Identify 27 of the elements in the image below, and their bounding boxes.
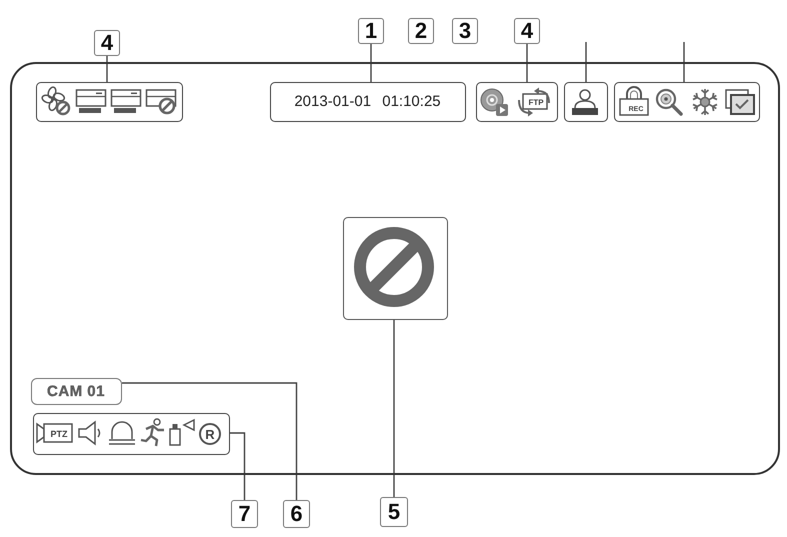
callout-number: 2 xyxy=(408,18,434,44)
callout-number: 6 xyxy=(283,500,310,528)
status-icon-panel xyxy=(614,82,760,122)
status-icon-panel xyxy=(476,82,558,122)
callout-number: 5 xyxy=(380,497,408,527)
status-icon-panel xyxy=(36,82,182,122)
leader-line xyxy=(122,382,298,500)
callout-number: 4 xyxy=(514,18,540,44)
monitor-screen xyxy=(10,62,780,475)
icon-text: FTP xyxy=(527,96,545,108)
video-placeholder xyxy=(342,216,448,320)
leader-line xyxy=(230,432,246,500)
callout-number: 4 xyxy=(94,30,120,56)
icon-text: PTZ xyxy=(50,428,68,440)
leader-line xyxy=(585,42,587,82)
callout-number: 1 xyxy=(358,18,384,44)
date-time-display: 2013-01-01 01:10:25 xyxy=(270,82,466,122)
leader-line xyxy=(683,42,685,82)
leader-line xyxy=(526,44,528,82)
leader-line xyxy=(106,56,108,82)
callout-number: 7 xyxy=(231,500,258,528)
callout-number: 3 xyxy=(452,18,478,44)
status-icon-panel xyxy=(32,412,230,454)
camera-name-label: CAM 01 xyxy=(30,378,122,404)
leader-line xyxy=(393,320,395,497)
status-icon-panel xyxy=(564,82,608,122)
leader-line xyxy=(370,44,372,82)
